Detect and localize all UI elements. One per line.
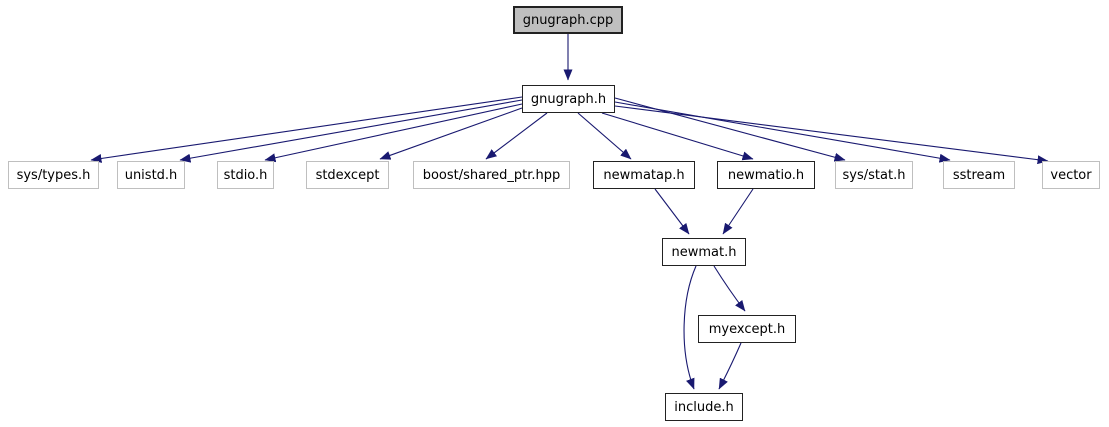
edge-newmat-h-to-include-h [683,265,697,390]
node-myexcept-h[interactable]: myexcept.h [698,315,796,343]
edge-gnugraph-h-to-newmatap-h [577,112,632,160]
edge-gnugraph-h-to-sstream [614,101,951,163]
edge-newmatio-h-to-newmat-h [722,188,754,235]
node-sys-stat-h: sys/stat.h [835,161,913,189]
node-sys-types-h: sys/types.h [8,161,99,189]
edge-gnugraph-h-to-vector [614,105,1049,165]
node-newmat-h[interactable]: newmat.h [662,238,746,266]
edge-gnugraph-h-to-sys-stat-h [614,97,846,162]
edge-newmat-h-to-myexcept-h [713,265,746,312]
node-gnugraph-h[interactable]: gnugraph.h [522,85,615,113]
node-gnugraph-cpp[interactable]: gnugraph.cpp [513,6,623,34]
edge-gnugraph-h-to-stdio-h [264,103,523,163]
edge-gnugraph-h-to-newmatio-h [601,112,754,161]
node-stdio-h: stdio.h [217,161,274,189]
edge-gnugraph-h-to-unistd-h [179,99,523,163]
node-newmatio-h[interactable]: newmatio.h [717,161,815,189]
node-include-h[interactable]: include.h [665,393,743,421]
edge-gnugraph-h-to-boost-shared-ptr-hpp [485,112,548,160]
node-vector: vector [1042,161,1100,189]
node-boost-shared-ptr-hpp: boost/shared_ptr.hpp [413,161,570,189]
node-unistd-h: unistd.h [117,161,185,189]
edge-gnugraph-h-to-sys-types-h [90,96,523,163]
node-sstream: sstream [943,161,1015,189]
edge-newmatap-h-to-newmat-h [654,188,690,235]
node-newmatap-h[interactable]: newmatap.h [593,161,695,189]
edge-myexcept-h-to-include-h [718,342,742,390]
edge-gnugraph-h-to-stdexcept [379,107,523,160]
node-stdexcept: stdexcept [306,161,389,189]
